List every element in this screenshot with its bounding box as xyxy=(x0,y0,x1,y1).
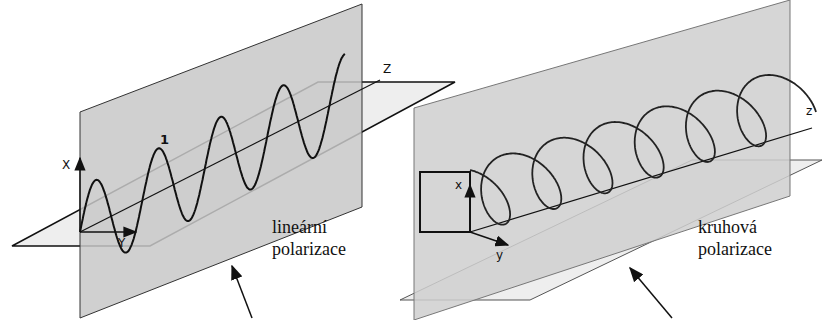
axis-label: x xyxy=(455,178,462,192)
leader-arrow xyxy=(232,266,252,318)
y-axis xyxy=(470,232,508,245)
axis-label: z xyxy=(806,104,812,118)
z-axis xyxy=(80,80,380,232)
axis-label: Z xyxy=(383,62,391,76)
caption-label: lineární polarizace xyxy=(272,216,364,260)
axis-label: y xyxy=(496,248,503,262)
leader-arrow xyxy=(630,268,672,318)
caption-label: kruhová polarizace xyxy=(698,216,790,260)
callout-number: 1 xyxy=(160,132,169,147)
z-axis xyxy=(470,128,812,232)
vertical-plane xyxy=(414,0,790,320)
x-axis xyxy=(79,158,80,232)
y-axis xyxy=(80,231,136,232)
start-frame xyxy=(420,172,470,232)
circular-wave xyxy=(470,75,816,225)
axis-label: X xyxy=(62,158,70,172)
axis-label: Y xyxy=(118,236,125,250)
